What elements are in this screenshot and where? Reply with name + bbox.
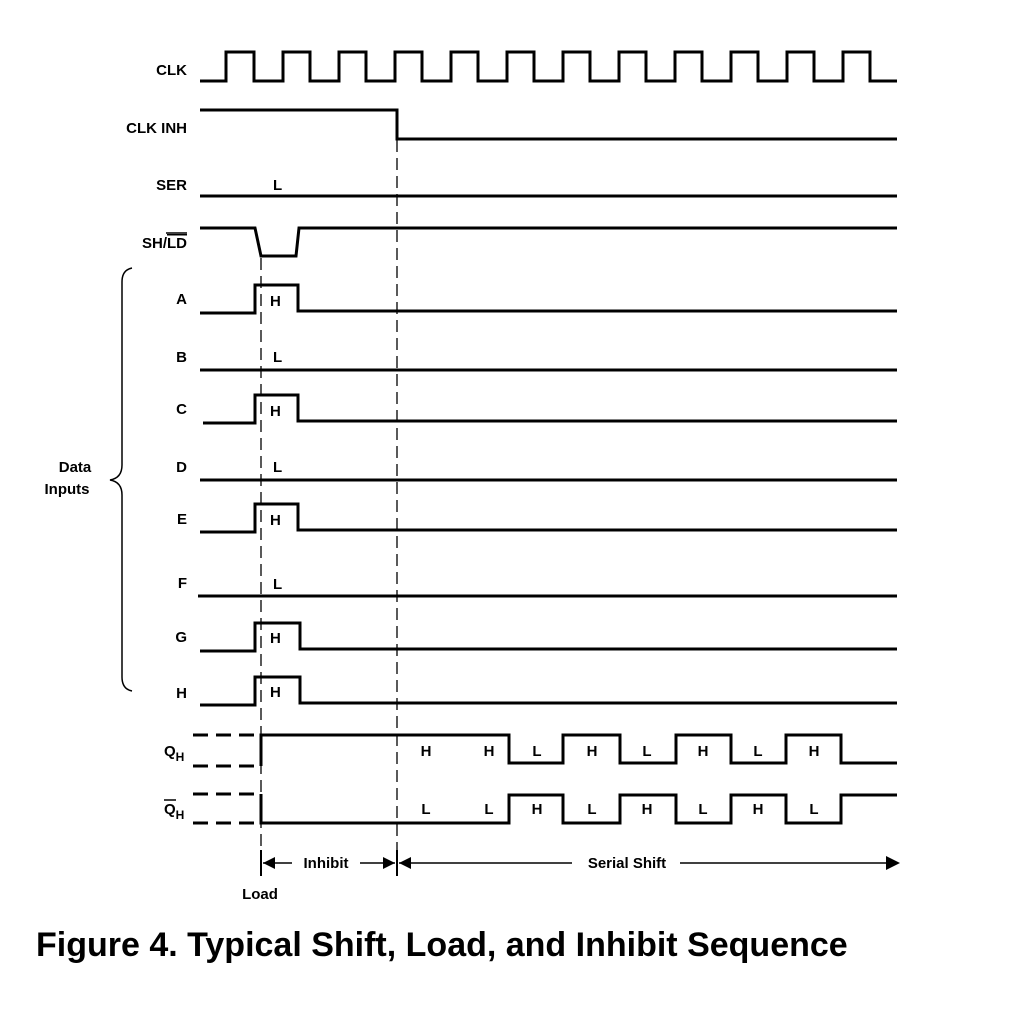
qh-bar-level: H xyxy=(532,801,543,818)
qh-bar-level: L xyxy=(587,801,596,818)
waveform-e xyxy=(200,502,897,534)
qh-level: H xyxy=(421,743,432,760)
qh-bar-level: L xyxy=(484,801,493,818)
qh-sub: H xyxy=(176,750,185,764)
serial-shift-region-label: Serial Shift xyxy=(588,855,666,872)
waveform-g xyxy=(200,621,897,653)
region-markers: Inhibit Serial Shift Load xyxy=(242,850,900,903)
level-d: L xyxy=(273,459,282,476)
level-f: L xyxy=(273,576,282,593)
sh-ld-prefix: SH/ xyxy=(142,235,168,252)
qh-level: H xyxy=(698,743,709,760)
qh-level: L xyxy=(532,743,541,760)
waveforms xyxy=(193,50,897,825)
qh-bar-level-labels: L L H L H L H L xyxy=(421,801,818,818)
waveform-sh-ld xyxy=(200,226,897,258)
waveform-c xyxy=(203,393,897,425)
level-b: L xyxy=(273,349,282,366)
waveform-clk-inh xyxy=(200,108,897,141)
level-c: H xyxy=(270,403,281,420)
signal-label-f: F xyxy=(178,575,187,592)
qh-main: Q xyxy=(164,743,176,760)
signal-label-h: H xyxy=(176,685,187,702)
signal-label-qh-bar: QH xyxy=(164,801,184,822)
waveform-clk xyxy=(200,50,897,83)
waveform-a xyxy=(200,283,897,315)
data-inputs-label-line1: Data xyxy=(59,459,92,476)
qh-bar-level: L xyxy=(809,801,818,818)
signal-label-e: E xyxy=(177,511,187,528)
signal-label-d: D xyxy=(176,459,187,476)
qh-level: L xyxy=(753,743,762,760)
signal-label-ser: SER xyxy=(156,177,187,194)
sh-ld-bar: LD xyxy=(167,235,187,252)
inhibit-arrowhead-left xyxy=(263,857,275,869)
inhibit-region-label: Inhibit xyxy=(304,855,349,872)
qh-bar-level: H xyxy=(753,801,764,818)
signal-label-a: A xyxy=(176,291,187,308)
qh-bar-sub: H xyxy=(176,808,185,822)
data-inputs-brace xyxy=(109,267,133,692)
qh-bar-level: L xyxy=(698,801,707,818)
signal-label-clk-inh: CLK INH xyxy=(126,120,187,137)
figure-caption: Figure 4. Typical Shift, Load, and Inhib… xyxy=(36,926,848,964)
level-a: H xyxy=(270,293,281,310)
qh-level: H xyxy=(587,743,598,760)
signal-label-b: B xyxy=(176,349,187,366)
level-h: H xyxy=(270,684,281,701)
qh-bar-level: H xyxy=(642,801,653,818)
signal-label-g: G xyxy=(175,629,187,646)
signal-label-qh: QH xyxy=(164,743,184,764)
qh-level-labels: H H L H L H L H xyxy=(421,743,820,760)
level-ser: L xyxy=(273,177,282,194)
serial-shift-arrowhead-right xyxy=(886,856,900,870)
load-region-label: Load xyxy=(242,886,278,903)
data-inputs-label-line2: Inputs xyxy=(45,481,90,498)
qh-bar-main: Q xyxy=(164,801,176,818)
waveform-qh xyxy=(259,733,897,766)
qh-level: H xyxy=(484,743,495,760)
qh-level: H xyxy=(809,743,820,760)
waveform-h xyxy=(200,675,897,707)
signal-label-clk: CLK xyxy=(156,62,187,79)
signal-label-sh-ld: SH/LD xyxy=(142,235,187,252)
waveform-qh-bar xyxy=(259,793,897,825)
inhibit-arrowhead-right xyxy=(383,857,395,869)
level-e: H xyxy=(270,512,281,529)
qh-bar-level: L xyxy=(421,801,430,818)
qh-level: L xyxy=(642,743,651,760)
signal-label-c: C xyxy=(176,401,187,418)
level-g: H xyxy=(270,630,281,647)
